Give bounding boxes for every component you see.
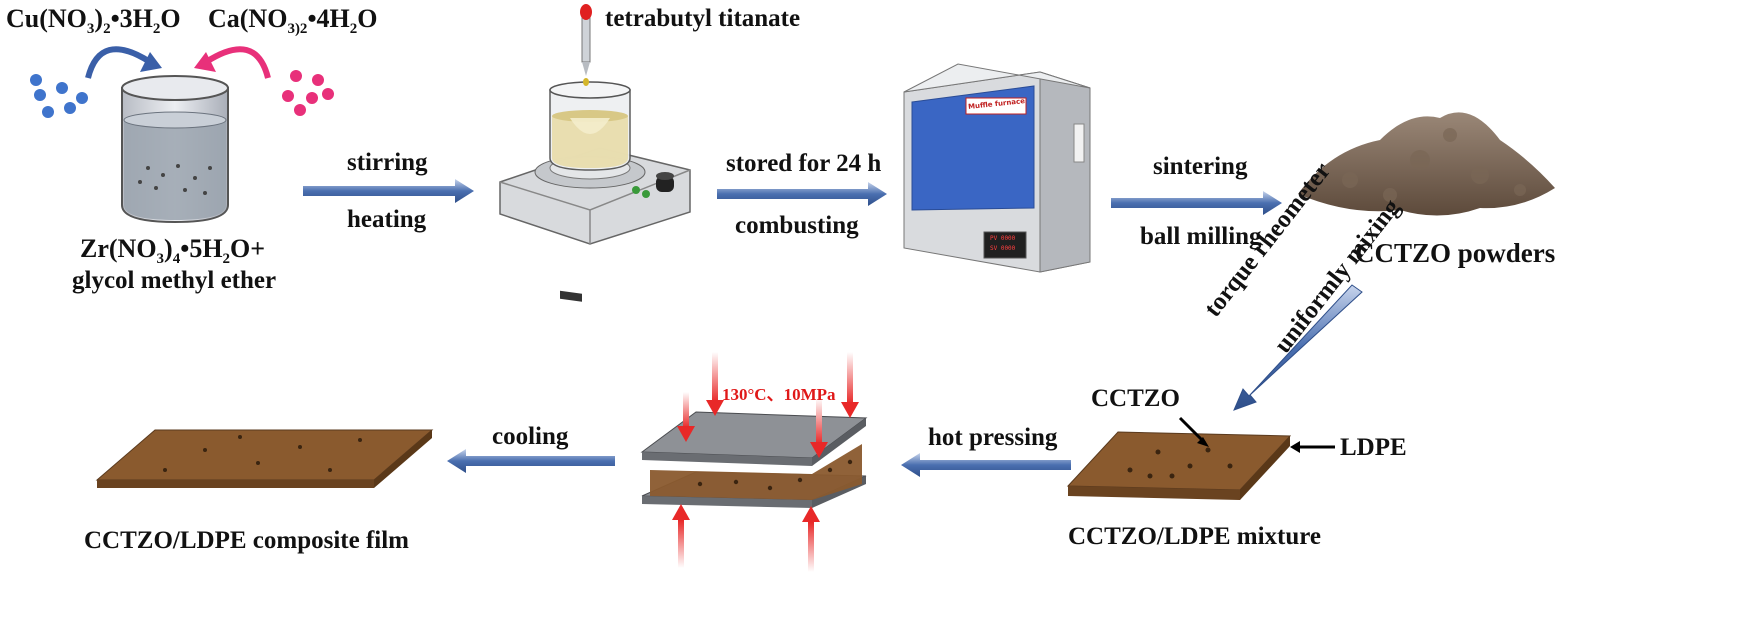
pressure-arrows-top	[677, 352, 859, 458]
step-cooling: cooling	[492, 423, 569, 450]
titanate-label: tetrabutyl titanate	[605, 5, 801, 32]
arrow-hot-pressing	[901, 453, 1071, 477]
mixture-label: CCTZO/LDPE mixture	[1068, 523, 1322, 550]
arrow-stirring	[303, 179, 474, 203]
step-ball-milling: ball milling	[1140, 223, 1262, 250]
cu-nitrate-label: Cu(NO3)2•3H2O	[6, 4, 181, 38]
arrow-stored	[717, 182, 887, 206]
ca-dots	[282, 70, 334, 116]
step-combusting: combusting	[735, 212, 859, 239]
cctzo-label: CCTZO	[1091, 385, 1180, 412]
step-sintering: sintering	[1153, 153, 1248, 180]
composite-film	[95, 429, 434, 488]
powder-pile	[1298, 112, 1555, 216]
arrow-cooling	[447, 449, 615, 473]
step-stirring: stirring	[347, 149, 428, 176]
press-condition: 130°C、10MPa	[722, 385, 836, 404]
furnace-display-1: PV 0000	[990, 235, 1016, 242]
ca-nitrate-label: Ca(NO3)2•4H2O	[208, 4, 378, 38]
furnace-display-2: SV 0000	[990, 245, 1016, 252]
cu-dots	[30, 74, 88, 118]
step-heating: heating	[347, 206, 427, 233]
pressure-arrows-bottom	[672, 504, 820, 572]
step-stored: stored for 24 h	[726, 150, 882, 177]
powders-label: CCTZO powders	[1355, 238, 1556, 268]
magnetic-stirrer	[499, 4, 691, 302]
film-label: CCTZO/LDPE composite film	[84, 527, 409, 554]
hot-press	[640, 411, 868, 508]
beaker	[121, 75, 229, 224]
step-hot-pressing: hot pressing	[928, 424, 1058, 451]
muffle-furnace	[903, 63, 1091, 273]
zr-nitrate-label: Zr(NO3)4•5H2O+	[80, 234, 266, 268]
mixture-slab	[1066, 431, 1292, 500]
arrow-sintering	[1111, 191, 1282, 215]
arrow-mixing	[1233, 284, 1363, 411]
solvent-label: glycol methyl ether	[72, 267, 277, 294]
ldpe-label: LDPE	[1340, 434, 1407, 461]
